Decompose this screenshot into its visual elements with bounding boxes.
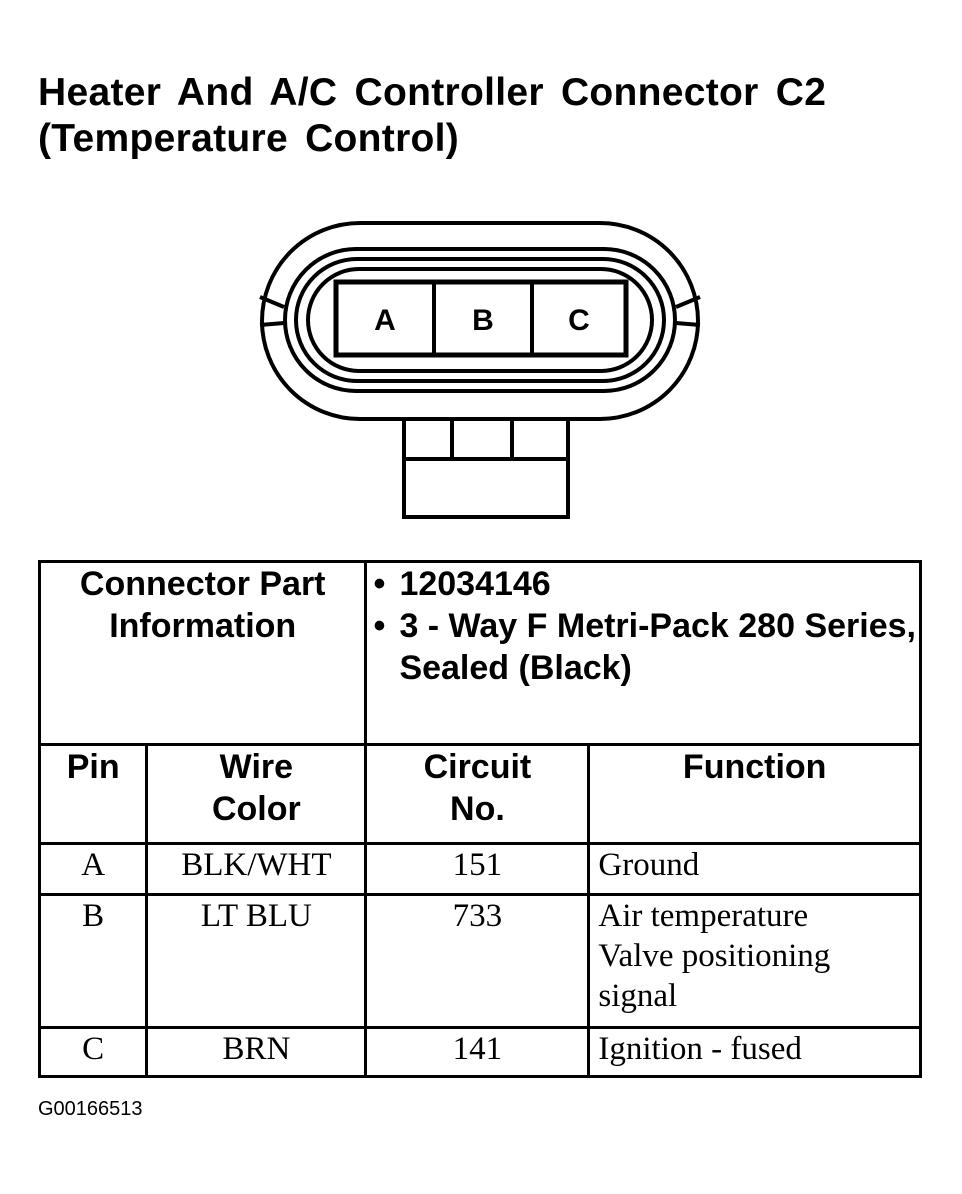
pin-label-b: B bbox=[472, 304, 494, 337]
cell-function: Air temperature Valve positioning signal bbox=[587, 893, 922, 1029]
title-line-1: Heater And A/C Controller Connector C2 bbox=[38, 71, 827, 114]
bullet-icon: • bbox=[373, 565, 386, 603]
cell-circuit: 141 bbox=[364, 1026, 591, 1078]
connector-inner-ring-1 bbox=[283, 247, 677, 393]
cell-circuit: 733 bbox=[364, 893, 591, 1029]
connector-type: 3 - Way F Metri-Pack 280 Series, Sealed … bbox=[399, 607, 916, 687]
figure-id: G00166513 bbox=[38, 1098, 143, 1120]
pin-cavity-block bbox=[333, 279, 629, 358]
cell-pin: C bbox=[37, 1026, 149, 1078]
title-line-2: (Temperature Control) bbox=[38, 117, 460, 160]
connector-face-diagram: A B C bbox=[259, 221, 701, 519]
part-number: 12034146 bbox=[399, 565, 551, 603]
locking-tab bbox=[402, 419, 570, 519]
connector-inner-ring-2 bbox=[294, 257, 666, 383]
part-info-label: Connector Part Information bbox=[37, 560, 368, 746]
table-row: B LT BLU 733 Air temperature Valve posit… bbox=[37, 893, 922, 1029]
table-header-row: Pin Wire Color Circuit No. Function bbox=[37, 743, 922, 845]
cell-pin: B bbox=[37, 893, 149, 1029]
cell-pin: A bbox=[37, 842, 149, 896]
table-row: C BRN 141 Ignition - fused bbox=[37, 1026, 922, 1078]
pin-label-a: A bbox=[374, 304, 396, 337]
header-pin: Pin bbox=[37, 743, 149, 845]
diagram-title: Heater And A/C Controller Connector C2 (… bbox=[38, 70, 938, 162]
cell-circuit: 151 bbox=[364, 842, 591, 896]
header-wire-color: Wire Color bbox=[145, 743, 368, 845]
bullet-icon: • bbox=[373, 607, 386, 645]
part-info-item: • 3 - Way F Metri-Pack 280 Series, Seale… bbox=[367, 605, 919, 689]
cell-function: Ground bbox=[587, 842, 922, 896]
header-circuit: Circuit No. bbox=[364, 743, 591, 845]
table-row: A BLK/WHT 151 Ground bbox=[37, 842, 922, 896]
pin-label-c: C bbox=[568, 304, 590, 337]
cell-wire-color: LT BLU bbox=[145, 893, 368, 1029]
cell-wire-color: BLK/WHT bbox=[145, 842, 368, 896]
connector-outer-shell bbox=[260, 221, 700, 421]
cell-function: Ignition - fused bbox=[587, 1026, 922, 1078]
header-function: Function bbox=[587, 743, 922, 845]
part-info-item: • 12034146 bbox=[367, 563, 919, 605]
connector-info-table: Connector Part Information • 12034146 • … bbox=[37, 560, 922, 1078]
connector-inner-ring-3 bbox=[306, 267, 654, 373]
part-info-list: • 12034146 • 3 - Way F Metri-Pack 280 Se… bbox=[364, 560, 922, 746]
part-info-row: Connector Part Information • 12034146 • … bbox=[37, 560, 922, 746]
cell-wire-color: BRN bbox=[145, 1026, 368, 1078]
